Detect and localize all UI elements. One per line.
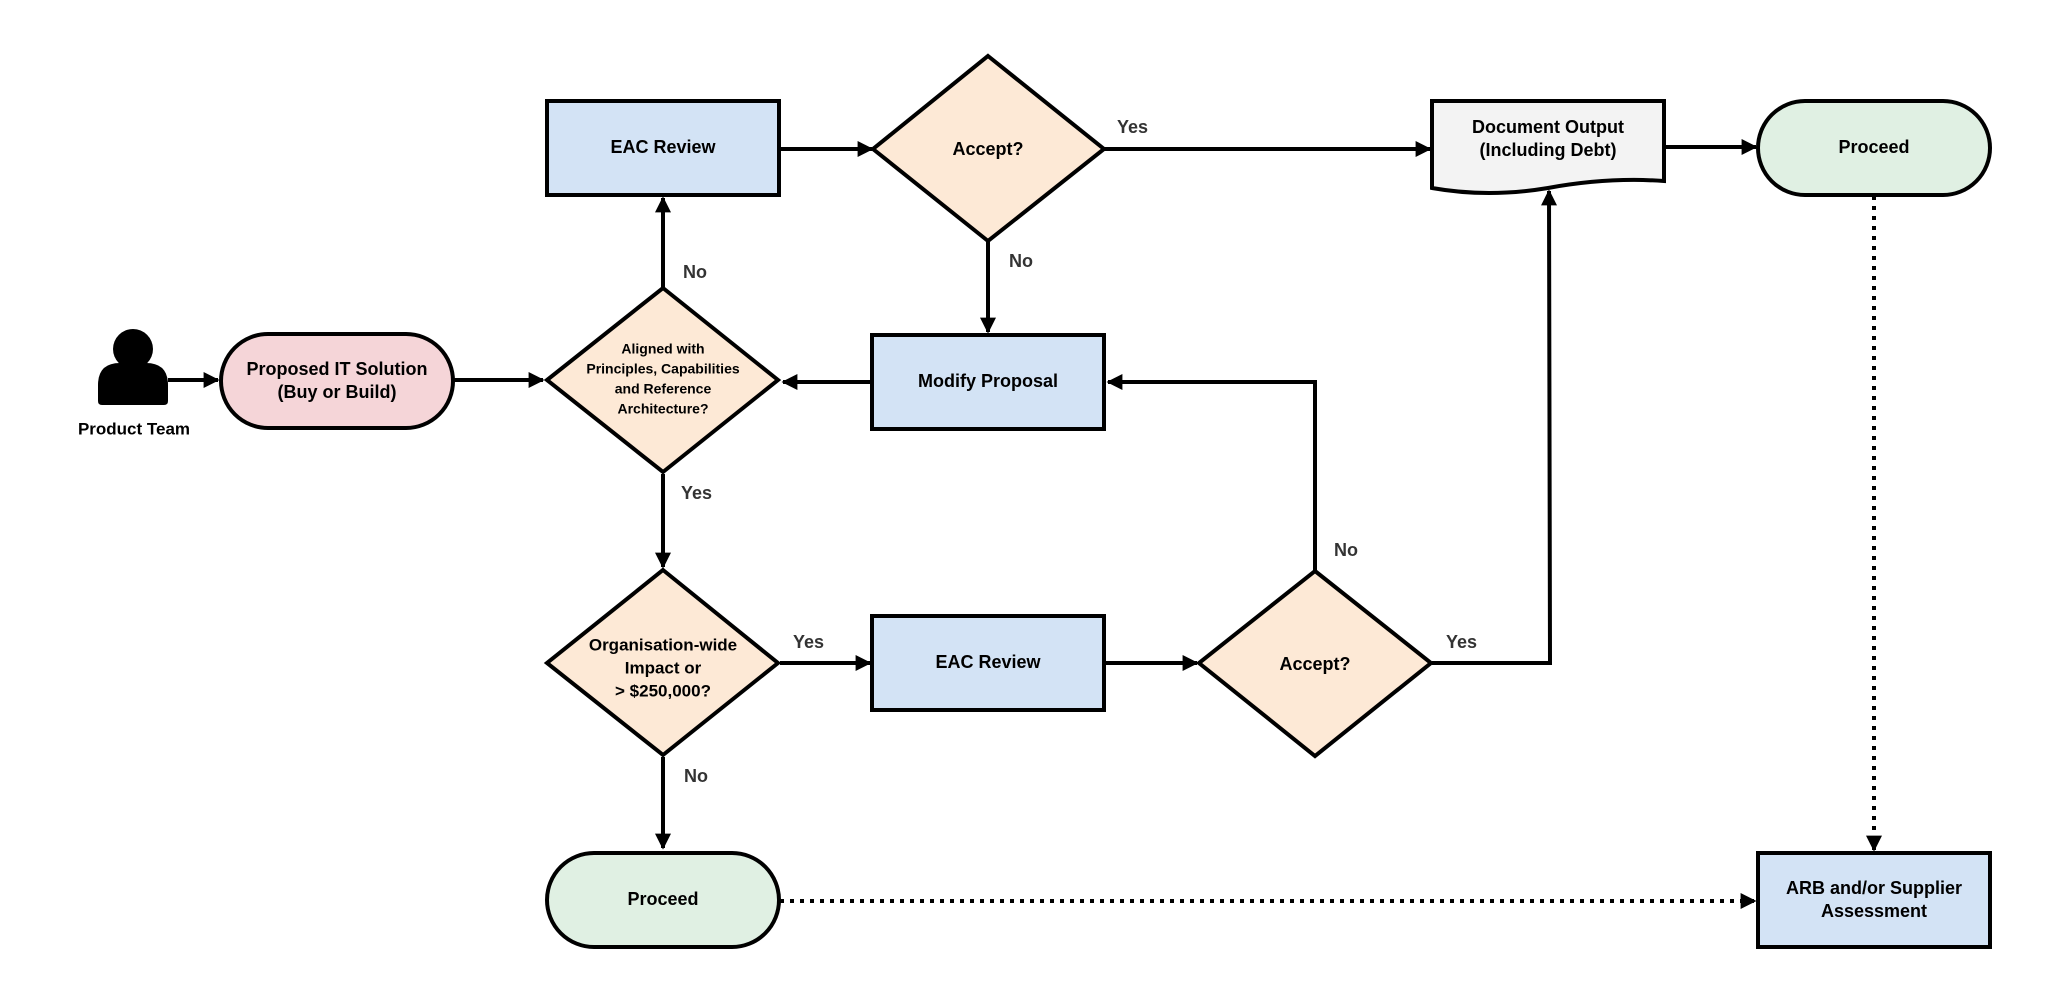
proceed-top-shape	[1756, 99, 1992, 197]
label-org-impact-no: No	[684, 766, 708, 786]
node-modify-proposal: Modify Proposal	[870, 333, 1106, 431]
arb-line-1: ARB and/or Supplier	[1786, 878, 1962, 898]
modify-proposal-shape	[870, 333, 1106, 431]
org-impact-shape	[543, 567, 782, 758]
accept-bottom-label: Accept?	[1279, 654, 1350, 674]
proceed-top-label: Proceed	[1838, 137, 1909, 157]
node-eac-review-top: EAC Review	[545, 99, 781, 197]
person-icon	[98, 329, 168, 405]
aligned-line-4: Architecture?	[617, 401, 708, 417]
aligned-line-3: and Reference	[615, 381, 712, 397]
aligned-line-1: Aligned with	[621, 341, 704, 357]
org-impact-line-1: Organisation-wide	[589, 635, 737, 654]
node-accept-bottom-decision: Accept?	[1195, 568, 1435, 759]
org-impact-line-3: > $250,000?	[615, 681, 711, 700]
eac-review-top-shape	[545, 99, 781, 197]
label-aligned-no: No	[683, 262, 707, 282]
accept-top-label: Accept?	[952, 139, 1023, 159]
document-output-line-1: Document Output	[1472, 117, 1624, 137]
accept-bottom-shape	[1195, 568, 1435, 759]
node-document-output: Document Output (Including Debt)	[1430, 99, 1666, 195]
edge-accept-bottom-to-document	[1432, 189, 1558, 665]
node-proposed-solution: Proposed IT Solution (Buy or Build)	[219, 332, 455, 430]
proposed-solution-line-1: Proposed IT Solution	[247, 359, 428, 379]
arb-assessment-shape	[1756, 851, 1992, 949]
document-output-line-2: (Including Debt)	[1480, 140, 1617, 160]
eac-review-bottom-label: EAC Review	[935, 652, 1041, 672]
node-accept-top-decision: Accept?	[869, 53, 1108, 244]
label-accept-top-yes: Yes	[1117, 117, 1148, 137]
actor-label: Product Team	[78, 419, 190, 438]
aligned-decision-shape	[543, 285, 782, 475]
aligned-line-2: Principles, Capabilities	[586, 361, 739, 377]
label-accept-top-no: No	[1009, 251, 1033, 271]
connectors	[168, 139, 1882, 909]
accept-top-shape	[869, 53, 1108, 244]
proposed-solution-shape	[219, 332, 455, 430]
node-org-impact-decision: Organisation-wide Impact or > $250,000?	[543, 567, 782, 758]
eac-review-bottom-shape	[870, 614, 1106, 712]
org-impact-line-2: Impact or	[625, 658, 702, 677]
actor-product-team: Product Team	[78, 329, 190, 438]
edge-labels: Yes No No Yes Yes No No Yes	[681, 117, 1477, 786]
node-arb-assessment: ARB and/or Supplier Assessment	[1756, 851, 1992, 949]
modify-proposal-label: Modify Proposal	[918, 371, 1058, 391]
label-accept-bottom-no: No	[1334, 540, 1358, 560]
label-aligned-yes: Yes	[681, 483, 712, 503]
node-eac-review-bottom: EAC Review	[870, 614, 1106, 712]
proposed-solution-line-2: (Buy or Build)	[278, 382, 397, 402]
proceed-bottom-shape	[545, 851, 781, 949]
node-aligned-decision: Aligned with Principles, Capabilities an…	[543, 285, 782, 475]
proceed-bottom-label: Proceed	[627, 889, 698, 909]
edge-accept-bottom-to-modify	[1106, 374, 1317, 571]
node-proceed-top: Proceed	[1756, 99, 1992, 197]
label-org-impact-yes: Yes	[793, 632, 824, 652]
eac-review-top-label: EAC Review	[610, 137, 716, 157]
arb-line-2: Assessment	[1821, 901, 1927, 921]
node-proceed-bottom: Proceed	[545, 851, 781, 949]
document-output-shape	[1430, 99, 1666, 195]
label-accept-bottom-yes: Yes	[1446, 632, 1477, 652]
